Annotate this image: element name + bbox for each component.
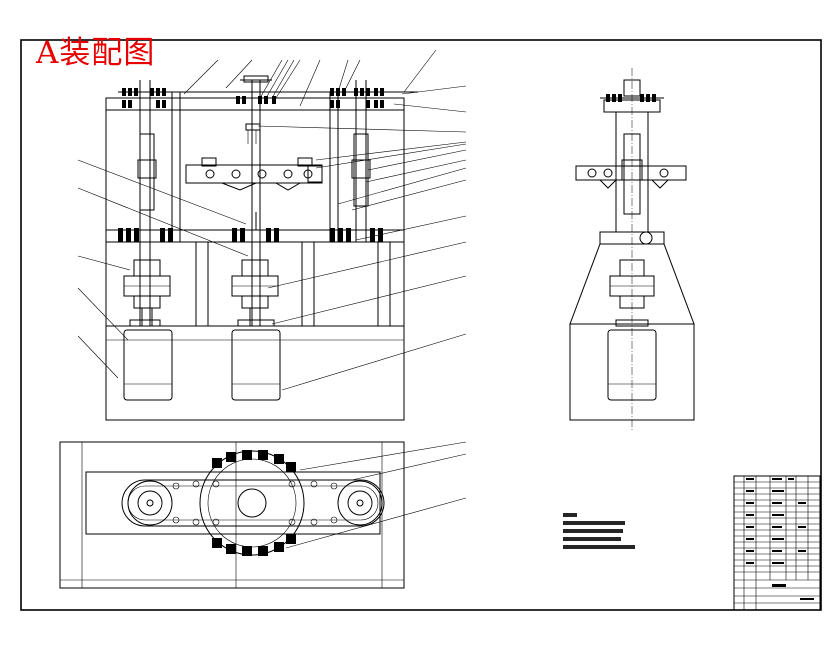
title-block xyxy=(733,475,821,611)
technical-notes xyxy=(563,513,713,553)
note-line xyxy=(563,545,635,549)
left-motor xyxy=(123,329,173,401)
drawing-title-stamp: A装配图 xyxy=(36,35,156,71)
notes-heading-mark xyxy=(563,513,577,517)
note-line xyxy=(563,537,621,541)
front-upper-plate xyxy=(105,97,405,111)
top-view xyxy=(59,441,467,589)
drawing-frame xyxy=(20,39,822,611)
left-coupling xyxy=(123,259,171,327)
middle-coupling xyxy=(231,259,279,327)
front-view xyxy=(77,49,467,421)
front-housing xyxy=(105,97,405,421)
side-view xyxy=(569,68,695,432)
note-line xyxy=(563,529,623,533)
middle-motor xyxy=(231,329,281,401)
note-line xyxy=(563,521,625,525)
